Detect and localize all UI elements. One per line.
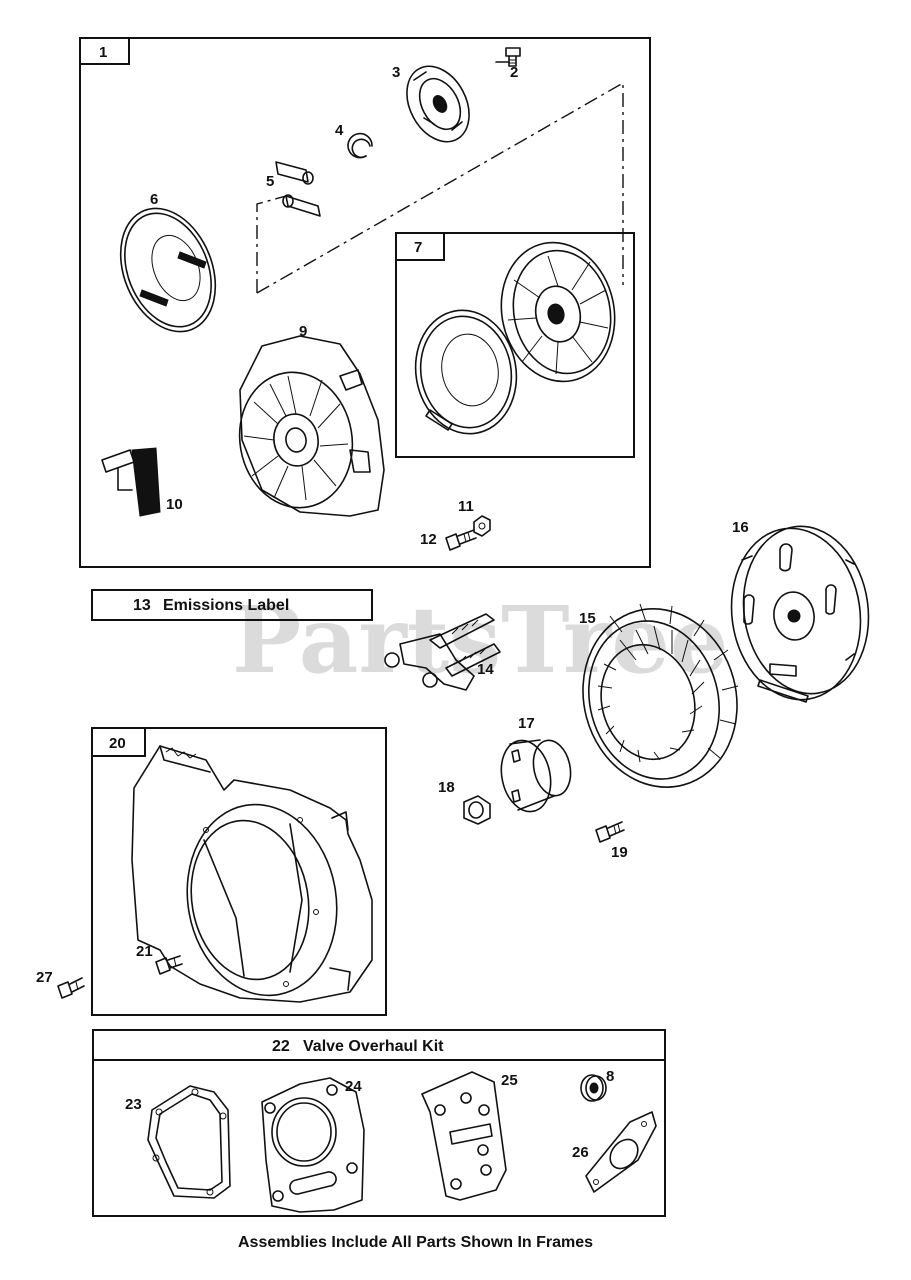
part-8-label: 8 — [606, 1068, 614, 1085]
leader-line-assembly — [256, 81, 624, 294]
part-18-label: 18 — [438, 779, 455, 796]
frame-20 — [91, 727, 387, 1016]
part-10-label: 10 — [166, 496, 183, 513]
part-3-pawl-plate[interactable] — [394, 56, 481, 153]
frame-1-tag — [79, 37, 130, 65]
frame-7-number: 7 — [414, 239, 422, 256]
part-27-label: 27 — [36, 969, 53, 986]
part-25-label: 25 — [501, 1072, 518, 1089]
frame-20-tag — [91, 727, 146, 757]
part-5-pawls[interactable] — [275, 161, 321, 217]
part-12-label: 12 — [420, 531, 437, 548]
part-14-label: 14 — [477, 661, 494, 678]
watermark: PartsTree — [232, 586, 728, 694]
part-20-blower-housing[interactable] — [131, 745, 373, 1007]
part-24-head-gasket[interactable] — [261, 1077, 365, 1213]
emissions-label-number: 13 — [133, 597, 151, 614]
part-12-bolt[interactable] — [445, 529, 477, 551]
emissions-label-text: Emissions Label — [163, 597, 289, 614]
part-3-label: 3 — [392, 64, 400, 81]
valve-kit-number: 22 — [272, 1038, 290, 1055]
part-27-screw[interactable] — [57, 977, 85, 999]
valve-kit-text: Valve Overhaul Kit — [303, 1038, 444, 1055]
part-10-starter-handle[interactable] — [101, 447, 161, 517]
part-6-recoil-spring[interactable] — [103, 194, 233, 346]
part-23-valve-cover-gasket[interactable] — [147, 1085, 231, 1199]
part-24-label: 24 — [345, 1078, 362, 1095]
part-15-flywheel[interactable] — [563, 591, 756, 804]
part-23-label: 23 — [125, 1096, 142, 1113]
footer-note: Assemblies Include All Parts Shown In Fr… — [238, 1234, 593, 1251]
part-4-retaining-ring[interactable] — [347, 132, 373, 159]
part-18-flywheel-nut[interactable] — [463, 795, 491, 825]
part-9-label: 9 — [299, 323, 307, 340]
leader-line-5 — [256, 195, 287, 293]
part-16-fan-screen[interactable] — [721, 518, 879, 708]
part-17-label: 17 — [518, 715, 535, 732]
frame-7-tag — [395, 232, 445, 261]
frame-22 — [92, 1029, 666, 1217]
part-5-label: 5 — [266, 173, 274, 190]
part-19-label: 19 — [611, 844, 628, 861]
part-2-screw[interactable] — [495, 47, 521, 67]
part-26-label: 26 — [572, 1144, 589, 1161]
part-11-label: 11 — [458, 498, 474, 515]
part-19-screw[interactable] — [595, 821, 625, 843]
part-21-screw[interactable] — [155, 955, 183, 975]
part-14-armature[interactable] — [384, 613, 501, 691]
part-2-label: 2 — [510, 64, 518, 81]
frame-1 — [79, 37, 651, 568]
frame-7 — [395, 232, 635, 458]
part-4-label: 4 — [335, 122, 344, 139]
part-7-pulley[interactable] — [489, 232, 628, 392]
part-8-valve-seal[interactable] — [580, 1074, 607, 1102]
part-21-label: 21 — [136, 943, 153, 960]
part-6-label: 6 — [150, 191, 158, 208]
frame-1-number: 1 — [99, 44, 107, 61]
emissions-label-box — [91, 589, 373, 621]
part-15-label: 15 — [579, 610, 596, 627]
part-25-gasket[interactable] — [421, 1071, 507, 1201]
part-16-label: 16 — [732, 519, 749, 536]
frame-20-number: 20 — [109, 735, 126, 752]
part-11-nut[interactable] — [473, 515, 491, 537]
part-17-starter-cup[interactable] — [495, 736, 575, 816]
part-26-intake-gasket[interactable] — [585, 1111, 657, 1193]
part-9-starter-housing[interactable] — [229, 335, 385, 517]
part-7-recoil-spring[interactable] — [406, 302, 526, 441]
